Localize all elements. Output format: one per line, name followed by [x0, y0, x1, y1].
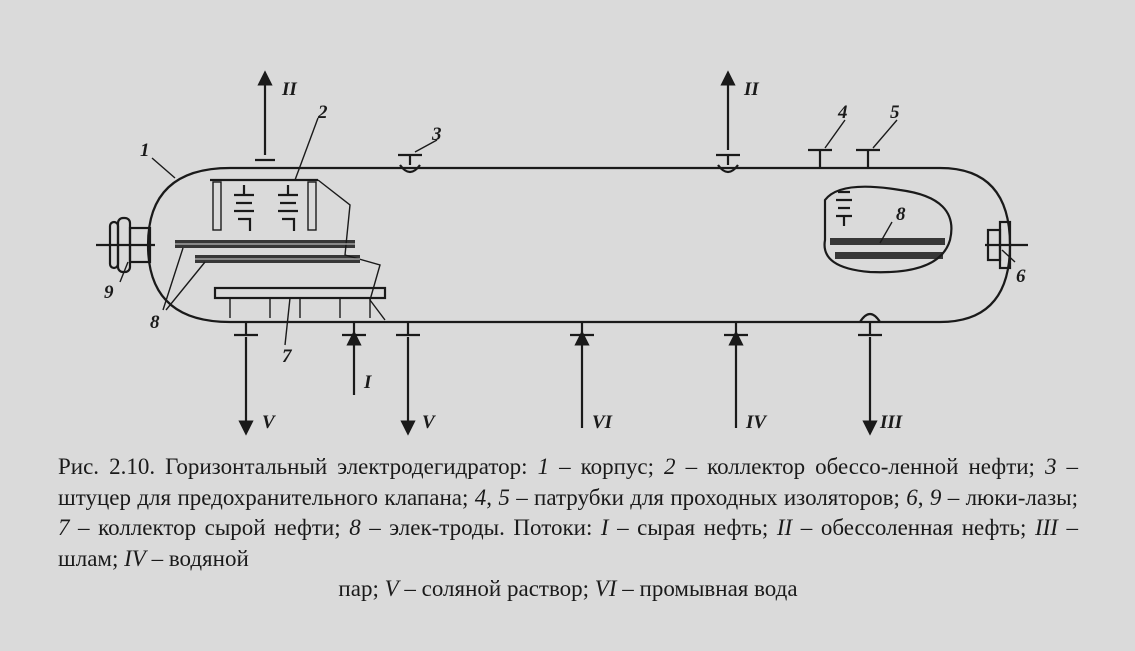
caption-prefix: Рис. 2.10. Горизонтальный электродегидра… — [58, 454, 538, 479]
caption-key-8: 8 — [349, 515, 361, 540]
label-8-right: 8 — [896, 204, 906, 225]
caption-key-7: 7 — [58, 515, 70, 540]
label-6: 6 — [1016, 266, 1026, 287]
label-4: 4 — [837, 102, 848, 123]
caption-text-I: – сырая нефть; — [608, 515, 777, 540]
label-5: 5 — [890, 102, 900, 123]
caption-text-V: – соляной раствор; — [398, 576, 595, 601]
flow-label-VI: VI — [592, 412, 613, 433]
caption-key-6: 6 — [906, 484, 918, 510]
caption-sep-4: , — [486, 484, 499, 510]
caption-text-II: – обессоленная нефть; — [792, 515, 1035, 540]
caption-text-III: – шлам; — [58, 515, 1078, 571]
caption-key-4: 4 — [474, 484, 487, 510]
caption-key-I: I — [600, 515, 609, 540]
flow-label-V-right: V — [422, 412, 436, 433]
left-hatch — [96, 216, 155, 274]
flow-labels: II II I V V VI IV III — [262, 79, 903, 433]
part-labels: 1 2 3 4 5 6 7 8 8 9 — [104, 102, 1026, 367]
electrodehydrator-diagram: 1 2 3 4 5 6 7 8 8 9 II II I V V VI IV II… — [96, 70, 1028, 436]
flow-arrows — [238, 70, 878, 436]
desalted-oil-collector — [210, 178, 386, 321]
caption-key-3: 3 — [1044, 454, 1057, 479]
vessel-body — [146, 166, 1012, 324]
caption-text-VI: – промывная вода — [616, 576, 798, 601]
caption-text-1: – корпус; — [549, 454, 665, 479]
caption-key-VI: VI — [594, 576, 617, 601]
caption-key-IV: IV — [124, 545, 146, 571]
right-hatch — [985, 220, 1028, 270]
figure-caption: Рис. 2.10. Горизонтальный электродегидра… — [58, 452, 1078, 605]
caption-text-3: – штуцер для предохранительного клапана; — [58, 454, 1078, 510]
caption-text-2: – коллектор обессо-ленной нефти; — [675, 454, 1045, 479]
caption-text-9: – люки-лазы; — [941, 484, 1078, 510]
caption-key-II: II — [776, 515, 793, 540]
caption-key-5: 5 — [498, 484, 510, 510]
label-9: 9 — [104, 282, 114, 303]
label-3: 3 — [431, 124, 442, 145]
bottom-nozzles — [234, 312, 882, 337]
label-7: 7 — [282, 346, 293, 367]
raw-oil-collector — [213, 286, 387, 318]
top-nozzles — [255, 148, 880, 174]
flow-label-III: III — [879, 412, 903, 433]
flow-label-II-left: II — [281, 79, 297, 100]
label-8-left: 8 — [150, 312, 160, 333]
caption-text-IV: – водяной — [145, 545, 249, 571]
caption-key-1: 1 — [537, 454, 550, 479]
caption-text-8: – элек-троды. Потоки: — [360, 515, 601, 540]
caption-text-7: – коллектор сырой нефти; — [69, 515, 350, 540]
caption-key-2: 2 — [664, 454, 676, 479]
caption-text-5: – патрубки для проходных изоляторов; — [509, 484, 907, 510]
caption-key-III: III — [1034, 515, 1058, 540]
right-cutaway — [823, 185, 953, 274]
label-2: 2 — [317, 102, 328, 123]
caption-key-9: 9 — [929, 484, 942, 510]
caption-sep-6: , — [917, 484, 930, 510]
flow-label-II-right: II — [743, 79, 759, 100]
caption-text-IV-cont: пар; — [338, 576, 385, 601]
caption-key-V: V — [384, 576, 399, 601]
leader-lines — [119, 117, 1016, 346]
caption-last-line: пар; V – соляной раствор; VI – промывная… — [58, 574, 1078, 605]
flow-label-V-left: V — [262, 412, 276, 433]
electrodes-left — [175, 240, 360, 263]
flow-label-I: I — [363, 372, 372, 393]
flow-label-IV: IV — [745, 412, 767, 433]
label-1: 1 — [140, 140, 150, 161]
